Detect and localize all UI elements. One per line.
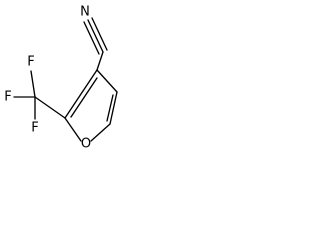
molecule-drawing: N O F F F [0, 0, 152, 164]
cf3-top-fluorine-bond [30, 70, 36, 98]
nitrile-triple-bond-line-2 [91, 17, 108, 51]
structure-svg: N O F F F [4, 5, 118, 152]
furan-c4-c5-inner-double-bond [106, 94, 114, 122]
nitrile-triple-bond-line-1 [87, 19, 104, 53]
ring-to-cf3-bond [34, 96, 66, 119]
ring-oxygen-label: O [81, 137, 91, 152]
furan-c3-c4-bond [96, 69, 118, 93]
furan-c5-o-bond [90, 123, 111, 142]
furan-o-c2-bond [64, 117, 82, 142]
nitrile-nitrogen-label: N [80, 5, 90, 20]
fluorine-top-label: F [27, 55, 34, 70]
nitrile-triple-bond-line-3 [83, 21, 100, 55]
fluorine-left-label: F [4, 90, 11, 105]
nitrile-to-ring-bond [96, 51, 104, 71]
fluorine-bottom-label: F [31, 121, 38, 136]
furan-c2-c3-inner-double-bond [70, 77, 98, 118]
furan-c2-c3-bond [64, 69, 98, 119]
furan-c4-c5-bond [109, 91, 118, 125]
